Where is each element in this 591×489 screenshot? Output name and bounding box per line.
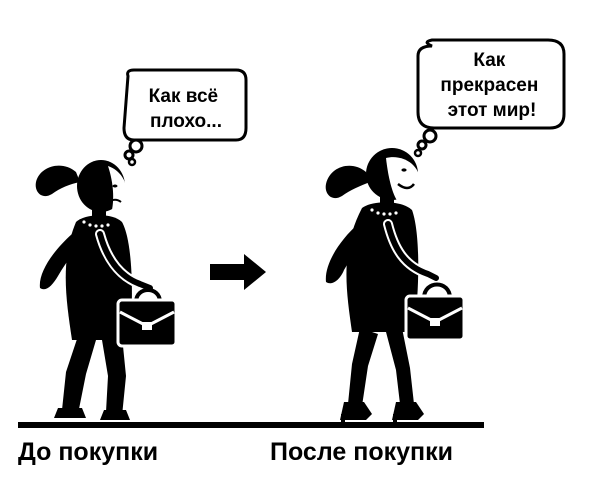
thought-text-before: Как всё плохо...: [149, 86, 224, 132]
thought-bubble-before: Как всё плохо...: [122, 68, 248, 167]
thought-line: этот мир!: [448, 100, 537, 121]
thought-text-after: Как прекрасен этот мир!: [440, 50, 543, 121]
thought-bubble-after: Как прекрасен этот мир!: [413, 38, 566, 158]
caption-after: После покупки: [270, 438, 453, 466]
happy-woman-figure: [325, 148, 441, 422]
handbag-icon: [116, 288, 178, 348]
caption-before: До покупки: [18, 438, 158, 466]
thought-line: Как: [473, 50, 505, 71]
thought-line: прекрасен: [440, 75, 538, 96]
ground-line: [18, 422, 484, 428]
thought-line: плохо...: [150, 111, 222, 132]
sad-woman-figure: [35, 160, 155, 420]
thought-line: Как всё: [149, 86, 219, 107]
right-arrow-icon: [210, 254, 266, 290]
handbag-icon: [404, 282, 466, 342]
